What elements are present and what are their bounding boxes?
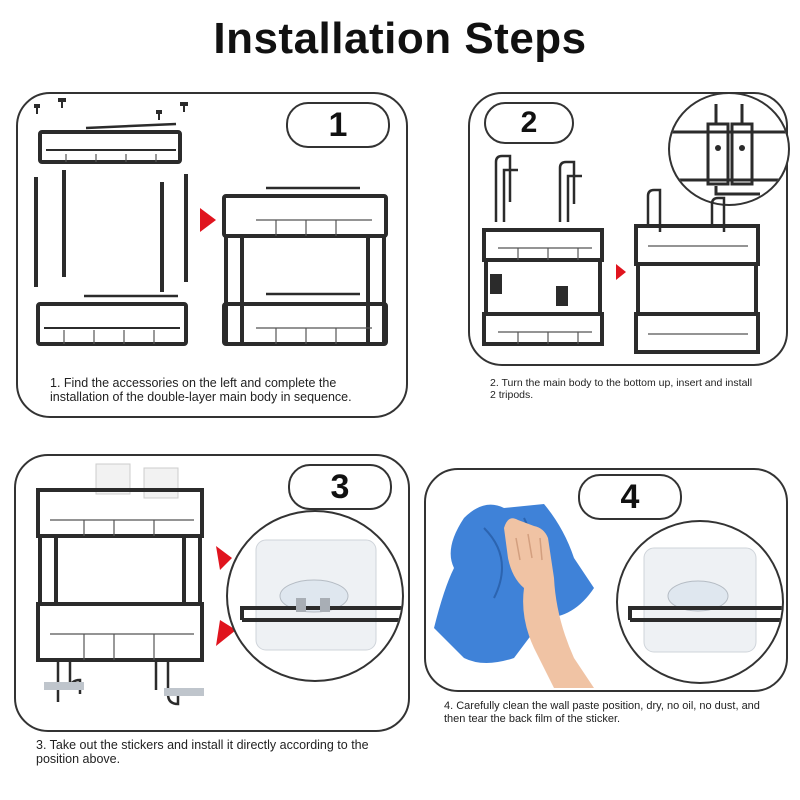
towel-and-hand-illustration xyxy=(434,504,594,688)
step-3-illustration xyxy=(36,463,236,706)
step-4-detail-circle xyxy=(616,520,784,684)
step-1-caption: 1. Find the accessories on the left and … xyxy=(50,376,352,404)
step-2-detail-circle xyxy=(668,92,790,206)
step-3-detail-illustration xyxy=(240,539,402,651)
step-2-caption: 2. Turn the main body to the bottom up, … xyxy=(490,377,753,401)
step-1-badge: 1 xyxy=(286,102,390,148)
step-2-detail-illustration xyxy=(670,104,788,196)
step-1-illustration xyxy=(34,98,388,346)
page-title: Installation Steps xyxy=(213,14,587,63)
step-2-illustration xyxy=(482,154,760,354)
step-4-detail-illustration xyxy=(628,547,782,653)
step-4-badge: 4 xyxy=(578,474,682,520)
step-3-detail-circle xyxy=(226,510,404,682)
step-3-caption: 3. Take out the stickers and install it … xyxy=(36,738,369,766)
step-3-badge: 3 xyxy=(288,464,392,510)
step-2-badge: 2 xyxy=(484,102,574,144)
step-4-caption: 4. Carefully clean the wall paste positi… xyxy=(444,700,760,725)
